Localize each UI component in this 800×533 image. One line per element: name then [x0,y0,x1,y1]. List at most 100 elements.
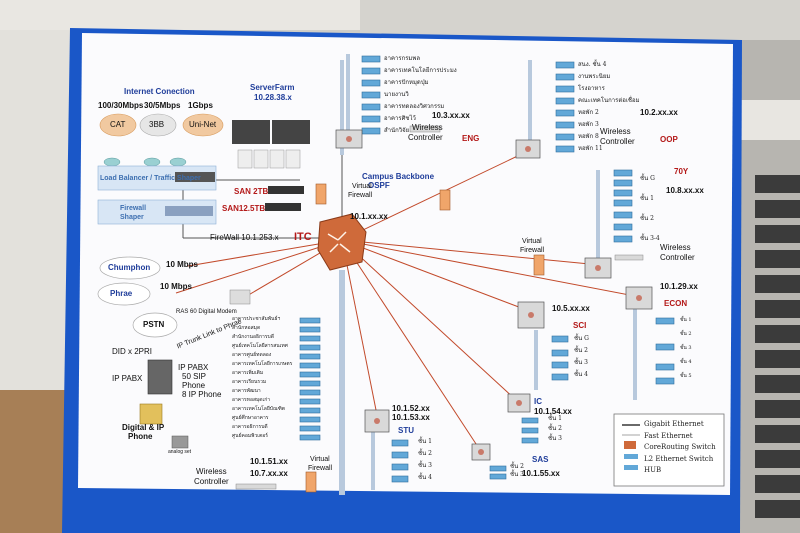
oop-floor-label-6: หอพัก 3 [578,121,599,128]
campus-backbone-line2: OSPF [368,181,390,190]
eng-floor-label-2: อาคารเทคโนโลยีการประมง [384,67,457,74]
oop-floor-label-2: งานพระนิยม [578,73,611,80]
sas-floor-label-1: ชั้น 2 [510,463,524,470]
did-label: DID x 2PRI [112,347,153,356]
oop-wireless-line1: Wireless [600,127,631,136]
sci-label: SCI [573,321,587,330]
oop-floor-label-5: หอพัก 2 [578,109,599,116]
pabx-box-line3: Phone [182,381,206,390]
itc-subnet-1: 10.1.51.xx [250,457,288,466]
stu-floor-label-3: ชั้น 3 [418,462,432,469]
y70-wireless-line1: Wireless [660,243,691,252]
core-subnet: 10.1.xx.xx [350,212,388,221]
itc-subnet-2: 10.7.xx.xx [250,469,288,478]
itc-floor-label-2: สำนักหอสมุด [232,325,261,331]
vfw2-line2: Firewall [520,247,545,254]
itc-wireless-line2: Controller [194,477,229,486]
oop-subnet: 10.2.xx.xx [640,108,678,117]
serverfarm-subnet: 10.28.38.x [254,93,292,102]
sci-subnet: 10.5.xx.xx [552,304,590,313]
phrae-label: Phrae [110,289,133,298]
legend-item-1: Gigabit Ethernet [644,420,704,428]
stu-subnet-1: 10.1.52.xx [392,404,430,413]
econ-floor-label-3: ชั้น 3 [680,345,692,351]
sas-floor-label-2: ชั้น 3 [510,471,524,478]
econ-floor-label-1: ชั้น 1 [680,317,692,323]
sci-floor-label-4: ชั้น 4 [574,371,588,378]
itc-vfw-line2: Firewall [308,465,333,472]
econ-label: ECON [664,299,688,308]
itc-floor-label-10: อาคารหอสมุดเก่า [232,397,271,403]
oop-floor-label-1: สนง. ชั้น 4 [578,61,607,68]
load-balancer-label: Load Balancer / Traffic Shaper [100,175,201,182]
sci-floor-label-1: ชั้น G [574,335,589,342]
eng-wireless-line2: Controller [408,133,443,142]
chumphon-speed: 10 Mbps [166,260,199,269]
itc-floor-label-6: อาคารเทคโนโลยีการเกษตร [232,361,293,367]
oop-wireless-line2: Controller [600,137,635,146]
itc-floor-label-11: อาคารเทคโนโลยีบัณฑิต [232,406,285,412]
oop-label: OOP [660,135,678,144]
y70-floor-label-1: ชั้น G [640,175,655,182]
itc-floor-label-1: อาคารประชาสัมพันธ์ฯ [232,316,281,322]
y70-label: 70Y [674,167,689,176]
itc-floor-label-5: อาคารศูนย์ทดลอง [232,352,272,358]
ic-subnet: 10.1.54.xx [534,407,572,416]
ip-pabx-label: IP PABX [112,374,143,383]
y70-floor-label-4: ชั้น 3-4 [640,235,660,242]
y70-floor-label-3: ชั้น 2 [640,215,654,222]
firewall-subnet: FireWall 10.1.253.x [210,233,279,242]
firewall-shaper-line1: Firewall [120,205,147,212]
chumphon-label: Chumphon [108,263,151,272]
san-12tb-label: SAN12.5TB [222,204,266,213]
eng-floor-label-1: อาคารกรมพล [384,55,421,62]
itc-vfw-line1: Virtual [310,456,330,463]
internet-title: Internet Conection [124,87,195,96]
eng-floor-label-6: อาคารศิชไว้ [384,115,416,122]
itc-floor-label-14: ศูนย์คอมพิวเตอร์ [232,433,268,439]
vfw2-line1: Virtual [522,238,542,245]
internet-speed-3bb: 30/5Mbps [144,101,181,110]
oop-floor-label-8: หอพัก 11 [578,145,603,152]
oop-floor-label-4: คณะเทคโนการต่อเชื่อม [578,97,640,104]
ic-floor-label-1: ชั้น 1 [548,415,562,422]
legend-item-3: CoreRouting Switch [644,443,716,451]
y70-subnet: 10.8.xx.xx [666,186,704,195]
analog-set-label: analog set [168,449,192,455]
cloud-uninet-label: Uni-Net [189,120,217,129]
itc-floor-label-12: ศูนย์ศึกษาอาคาร [232,415,269,421]
core-itc-label: ITC [294,231,312,243]
core-vfw-line2: Firewall [348,192,373,199]
ic-label: IC [534,397,542,406]
digital-phone-line2: Phone [128,432,153,441]
stu-floor-label-2: ชั้น 2 [418,450,432,457]
itc-floor-label-13: อาคารอธิการบดี [232,424,268,430]
itc-floor-label-3: สำนักงานอธิการบดี [232,334,274,340]
econ-subnet: 10.1.29.xx [660,282,698,291]
pstn-label: PSTN [143,320,165,329]
san-2tb-label: SAN 2TB [234,187,269,196]
ip-phone-label: 8 IP Phone [182,390,222,399]
eng-floor-label-7: สำนักวิจัย [384,127,410,134]
stu-subnet-2: 10.1.53.xx [392,413,430,422]
firewall-shaper-line2: Shaper [120,214,144,221]
eng-floor-label-4: นายงานวิ [384,91,409,98]
core-vfw-line1: Virtual [352,183,372,190]
sci-floor-label-2: ชั้น 2 [574,347,588,354]
ic-floor-label-3: ชั้น 3 [548,435,562,442]
itc-floor-label-9: อาคารพัฒนา [232,388,261,394]
stu-floor-label-4: ชั้น 4 [418,474,432,481]
eng-floor-label-5: อาคารทดลองวิศวกรรม [384,103,445,110]
eng-subnet: 10.3.xx.xx [432,111,470,120]
y70-floor-label-2: ชั้น 1 [640,195,654,202]
itc-floor-label-8: อาคารเรียนรวม [232,379,267,385]
internet-speed-cat: 100/30Mbps [98,101,144,110]
econ-floor-label-2: ชั้น 2 [680,331,692,337]
campus-backbone-line1: Campus Backbone [362,172,435,181]
econ-floor-label-4: ชั้น 4 [680,359,692,365]
eng-wireless-line1: Wireless [412,123,443,132]
stu-label: STU [398,426,414,435]
itc-floor-label-7: อาคารเพิ่มเติม [232,370,264,376]
y70-wireless-line2: Controller [660,253,695,262]
